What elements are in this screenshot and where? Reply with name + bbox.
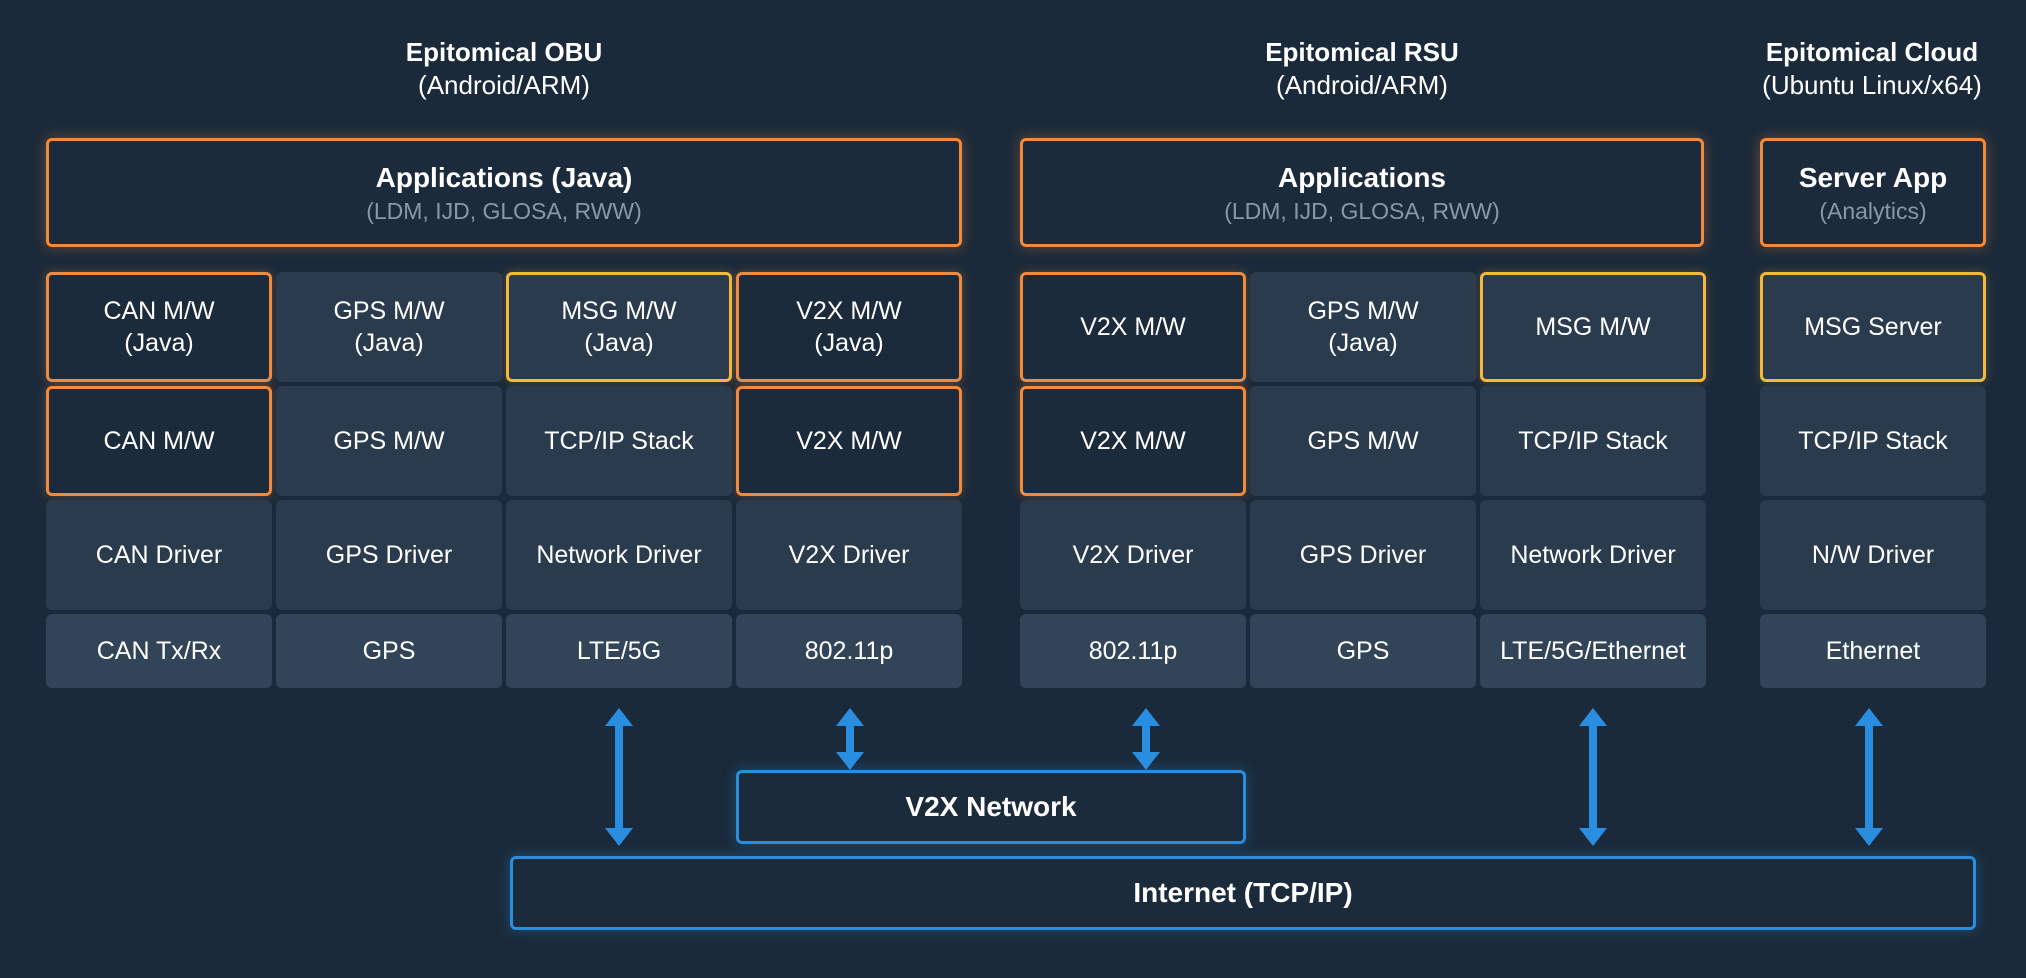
rsu-title-platform: (Android/ARM): [1276, 70, 1448, 100]
rsu-msg-mw: MSG M/W: [1480, 272, 1706, 382]
obu-can-driver: CAN Driver: [46, 500, 272, 610]
cloud-server-app-title: Server App: [1798, 161, 1948, 193]
rsu-applications-title: Applications: [1277, 161, 1446, 193]
obu-v2x-mw-java: V2X M/W (Java): [736, 272, 962, 382]
obu-can-txrx: CAN Tx/Rx: [46, 614, 272, 688]
cloud-server-app-subtitle: (Analytics): [1819, 197, 1927, 224]
cloud-title-platform: (Ubuntu Linux/x64): [1762, 70, 1982, 100]
obu-lte-5g: LTE/5G: [506, 614, 732, 688]
cloud-tcpip-stack: TCP/IP Stack: [1760, 386, 1986, 496]
v2x-network-box: V2X Network: [736, 770, 1246, 844]
obu-gps-mw: GPS M/W: [276, 386, 502, 496]
cloud-nw-driver: N/W Driver: [1760, 500, 1986, 610]
obu-msg-mw-java: MSG M/W (Java): [506, 272, 732, 382]
rsu-title: Epitomical RSU (Android/ARM): [1218, 36, 1506, 102]
obu-title-name: Epitomical OBU: [405, 37, 603, 67]
rsu-tcpip-stack: TCP/IP Stack: [1480, 386, 1706, 496]
rsu-network-driver: Network Driver: [1480, 500, 1706, 610]
cloud-ethernet: Ethernet: [1760, 614, 1986, 688]
rsu-lte-5g-ethernet: LTE/5G/Ethernet: [1480, 614, 1706, 688]
arrow-obu-80211p-v2x: [836, 708, 864, 770]
obu-tcpip-stack: TCP/IP Stack: [506, 386, 732, 496]
obu-applications-subtitle: (LDM, IJD, GLOSA, RWW): [366, 197, 642, 224]
rsu-gps-mw: GPS M/W: [1250, 386, 1476, 496]
arrow-rsu-80211p-v2x: [1132, 708, 1160, 770]
arrow-obu-lte-internet: [605, 708, 633, 846]
obu-title-platform: (Android/ARM): [418, 70, 590, 100]
rsu-applications-box: Applications (LDM, IJD, GLOSA, RWW): [1020, 138, 1704, 247]
obu-network-driver: Network Driver: [506, 500, 732, 610]
obu-applications-title: Applications (Java): [375, 161, 633, 193]
cloud-server-app-box: Server App (Analytics): [1760, 138, 1986, 247]
obu-title: Epitomical OBU (Android/ARM): [360, 36, 648, 102]
obu-80211p: 802.11p: [736, 614, 962, 688]
rsu-applications-subtitle: (LDM, IJD, GLOSA, RWW): [1224, 197, 1500, 224]
rsu-v2x-mw-upper: V2X M/W: [1020, 272, 1246, 382]
rsu-gps-mw-java: GPS M/W (Java): [1250, 272, 1476, 382]
cloud-msg-server: MSG Server: [1760, 272, 1986, 382]
rsu-v2x-mw-lower: V2X M/W: [1020, 386, 1246, 496]
rsu-gps-driver: GPS Driver: [1250, 500, 1476, 610]
rsu-gps-hw: GPS: [1250, 614, 1476, 688]
obu-can-mw: CAN M/W: [46, 386, 272, 496]
obu-gps-hw: GPS: [276, 614, 502, 688]
obu-can-mw-java: CAN M/W (Java): [46, 272, 272, 382]
obu-applications-box: Applications (Java) (LDM, IJD, GLOSA, RW…: [46, 138, 962, 247]
arrow-cloud-ethernet-internet: [1855, 708, 1883, 846]
arrow-rsu-lte-internet: [1579, 708, 1607, 846]
rsu-80211p: 802.11p: [1020, 614, 1246, 688]
cloud-title-name: Epitomical Cloud: [1765, 37, 1979, 67]
internet-box: Internet (TCP/IP): [510, 856, 1976, 930]
obu-v2x-driver: V2X Driver: [736, 500, 962, 610]
cloud-title: Epitomical Cloud (Ubuntu Linux/x64): [1752, 36, 1992, 102]
obu-gps-mw-java: GPS M/W (Java): [276, 272, 502, 382]
rsu-v2x-driver: V2X Driver: [1020, 500, 1246, 610]
obu-v2x-mw: V2X M/W: [736, 386, 962, 496]
obu-gps-driver: GPS Driver: [276, 500, 502, 610]
rsu-title-name: Epitomical RSU: [1265, 37, 1459, 67]
